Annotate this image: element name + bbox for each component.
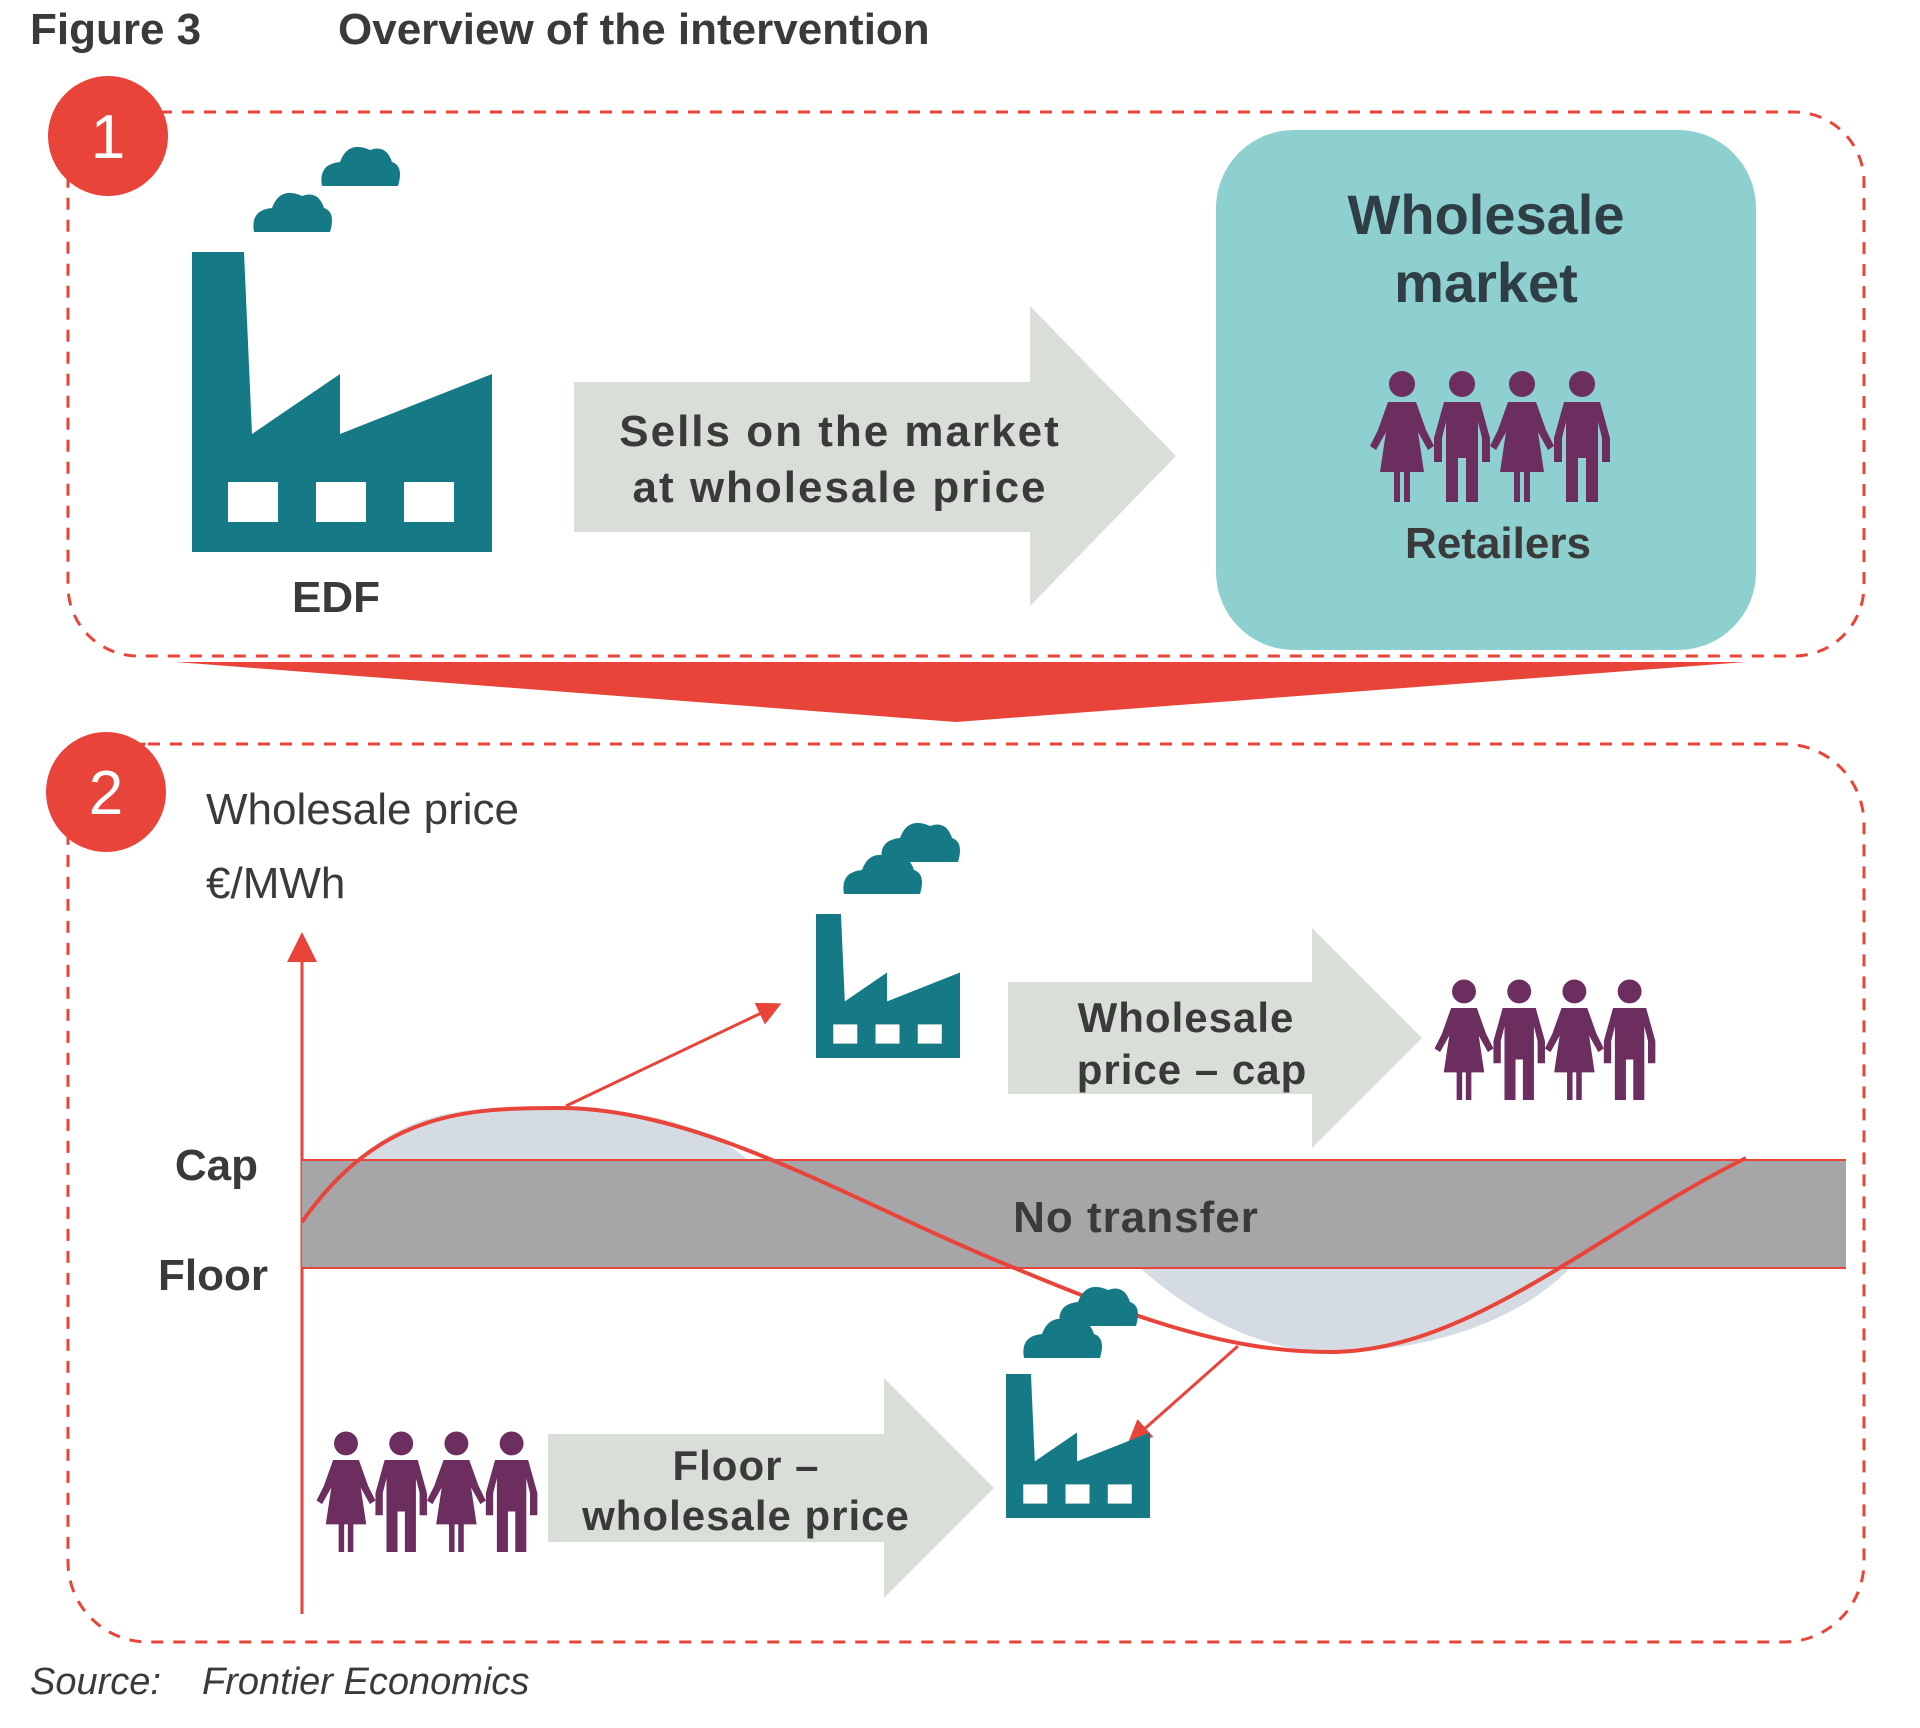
y-axis-label: Wholesale price bbox=[206, 785, 519, 834]
retailers-people-icon-top bbox=[1435, 979, 1656, 1100]
top-arrow-line-1: Wholesale bbox=[1078, 994, 1295, 1041]
figure-title: Overview of the intervention bbox=[338, 5, 930, 54]
wholesale-market-box bbox=[1216, 130, 1756, 650]
factory-icon-bottom bbox=[1006, 1374, 1150, 1518]
market-title-line-1: Wholesale bbox=[1348, 183, 1625, 246]
source-prefix: Source: bbox=[30, 1661, 161, 1703]
svg-text:2: 2 bbox=[89, 759, 123, 828]
price-curve bbox=[300, 1105, 1747, 1355]
svg-text:1: 1 bbox=[91, 103, 125, 172]
no-transfer-label: No transfer bbox=[1013, 1193, 1259, 1242]
y-axis-unit: €/MWh bbox=[206, 859, 345, 908]
step-2-badge: 2 bbox=[46, 732, 166, 852]
retailers-label: Retailers bbox=[1405, 519, 1591, 568]
top-transfer-arrow bbox=[1008, 928, 1422, 1148]
below-floor-area bbox=[1140, 1268, 1570, 1352]
sell-arrow bbox=[574, 306, 1176, 606]
figure-number: Figure 3 bbox=[30, 5, 201, 54]
trough-pointer-arrow bbox=[1127, 1344, 1239, 1444]
source-name: Frontier Economics bbox=[202, 1661, 529, 1703]
step-1-badge: 1 bbox=[48, 76, 168, 196]
smoke-cloud-icon-bottom bbox=[1023, 1286, 1138, 1358]
floor-label: Floor bbox=[158, 1251, 268, 1300]
retailers-people-icon-bottom bbox=[317, 1431, 538, 1552]
bottom-transfer-arrow bbox=[548, 1378, 994, 1598]
bottom-arrow-line-2: wholesale price bbox=[581, 1492, 910, 1539]
producer-label: EDF bbox=[292, 573, 380, 622]
panel-2: 2 Wholesale price €/MWh No transfer Cap … bbox=[46, 732, 1866, 1644]
above-cap-area bbox=[358, 1107, 748, 1160]
panel-2-border bbox=[66, 742, 1866, 1644]
factory-icon-top bbox=[816, 914, 960, 1058]
panel-1-border bbox=[66, 110, 1866, 658]
panel-1: 1 EDF Sells on the market at wholesale p… bbox=[48, 76, 1866, 658]
transition-arrow bbox=[176, 662, 1746, 722]
sell-arrow-line-1: Sells on the market bbox=[619, 407, 1060, 456]
peak-pointer-arrow bbox=[565, 1002, 782, 1108]
smoke-cloud-icon bbox=[253, 146, 400, 232]
factory-icon bbox=[192, 252, 492, 552]
smoke-cloud-icon-top bbox=[843, 822, 960, 894]
sell-arrow-line-2: at wholesale price bbox=[632, 463, 1047, 512]
bottom-arrow-line-1: Floor – bbox=[672, 1442, 819, 1489]
market-title-line-2: market bbox=[1394, 251, 1578, 314]
cap-label: Cap bbox=[175, 1141, 258, 1190]
top-arrow-line-2: price – cap bbox=[1077, 1046, 1307, 1093]
